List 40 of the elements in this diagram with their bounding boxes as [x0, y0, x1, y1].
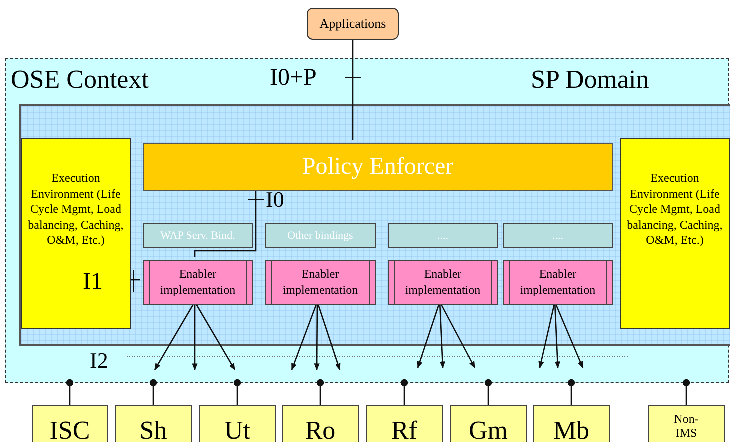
- interface-box: Rf: [366, 405, 443, 442]
- execution-environment-box: Execution Environment (Life Cycle Mgmt, Load balancing, Caching, O&M, Etc.): [620, 138, 730, 329]
- interface-label: I2: [90, 350, 108, 372]
- enabler-box: Enabler implementation: [143, 260, 253, 305]
- interface-box: ISC: [32, 405, 108, 442]
- interface-box: Ro: [282, 405, 359, 442]
- policy-enforcer-bar: Policy Enforcer: [143, 143, 613, 191]
- interface-box: Non-IMS: [648, 405, 725, 442]
- connector-line: [150, 379, 158, 405]
- binding-box: ....: [388, 223, 498, 248]
- arrow: [314, 302, 320, 371]
- connector-line: [234, 379, 242, 405]
- connector-line: [568, 379, 576, 405]
- interface-box: Mb: [533, 405, 610, 442]
- connector-line: [194, 188, 257, 257]
- interface-box: Sh: [115, 405, 192, 442]
- enabler-box: Enabler implementation: [388, 260, 498, 305]
- interface-label: I0: [266, 189, 284, 211]
- connector-line: [316, 379, 324, 405]
- connector-line: [352, 40, 354, 140]
- interface-label: I0+P: [270, 66, 317, 90]
- enabler-box: Enabler implementation: [503, 260, 613, 305]
- binding-box: Other bindings: [265, 223, 376, 248]
- interface-box: Ut: [199, 405, 276, 442]
- domain-panel: [19, 104, 730, 346]
- connector-line: [484, 379, 492, 405]
- connector-line: [66, 379, 74, 405]
- connector-line: [682, 379, 690, 405]
- binding-box: WAP Serv. Bind.: [143, 223, 253, 248]
- application-box: Applications: [307, 8, 399, 40]
- arrow: [192, 302, 198, 371]
- area-heading: OSE Context: [11, 67, 149, 93]
- connector-line: [128, 279, 140, 281]
- interface-label: I1: [83, 270, 103, 294]
- connector-line: [400, 379, 408, 405]
- context-area: [5, 58, 729, 383]
- interface-box: Gm: [450, 405, 527, 442]
- enabler-box: Enabler implementation: [265, 260, 376, 305]
- binding-box: ....: [503, 223, 613, 248]
- area-heading: SP Domain: [531, 67, 650, 93]
